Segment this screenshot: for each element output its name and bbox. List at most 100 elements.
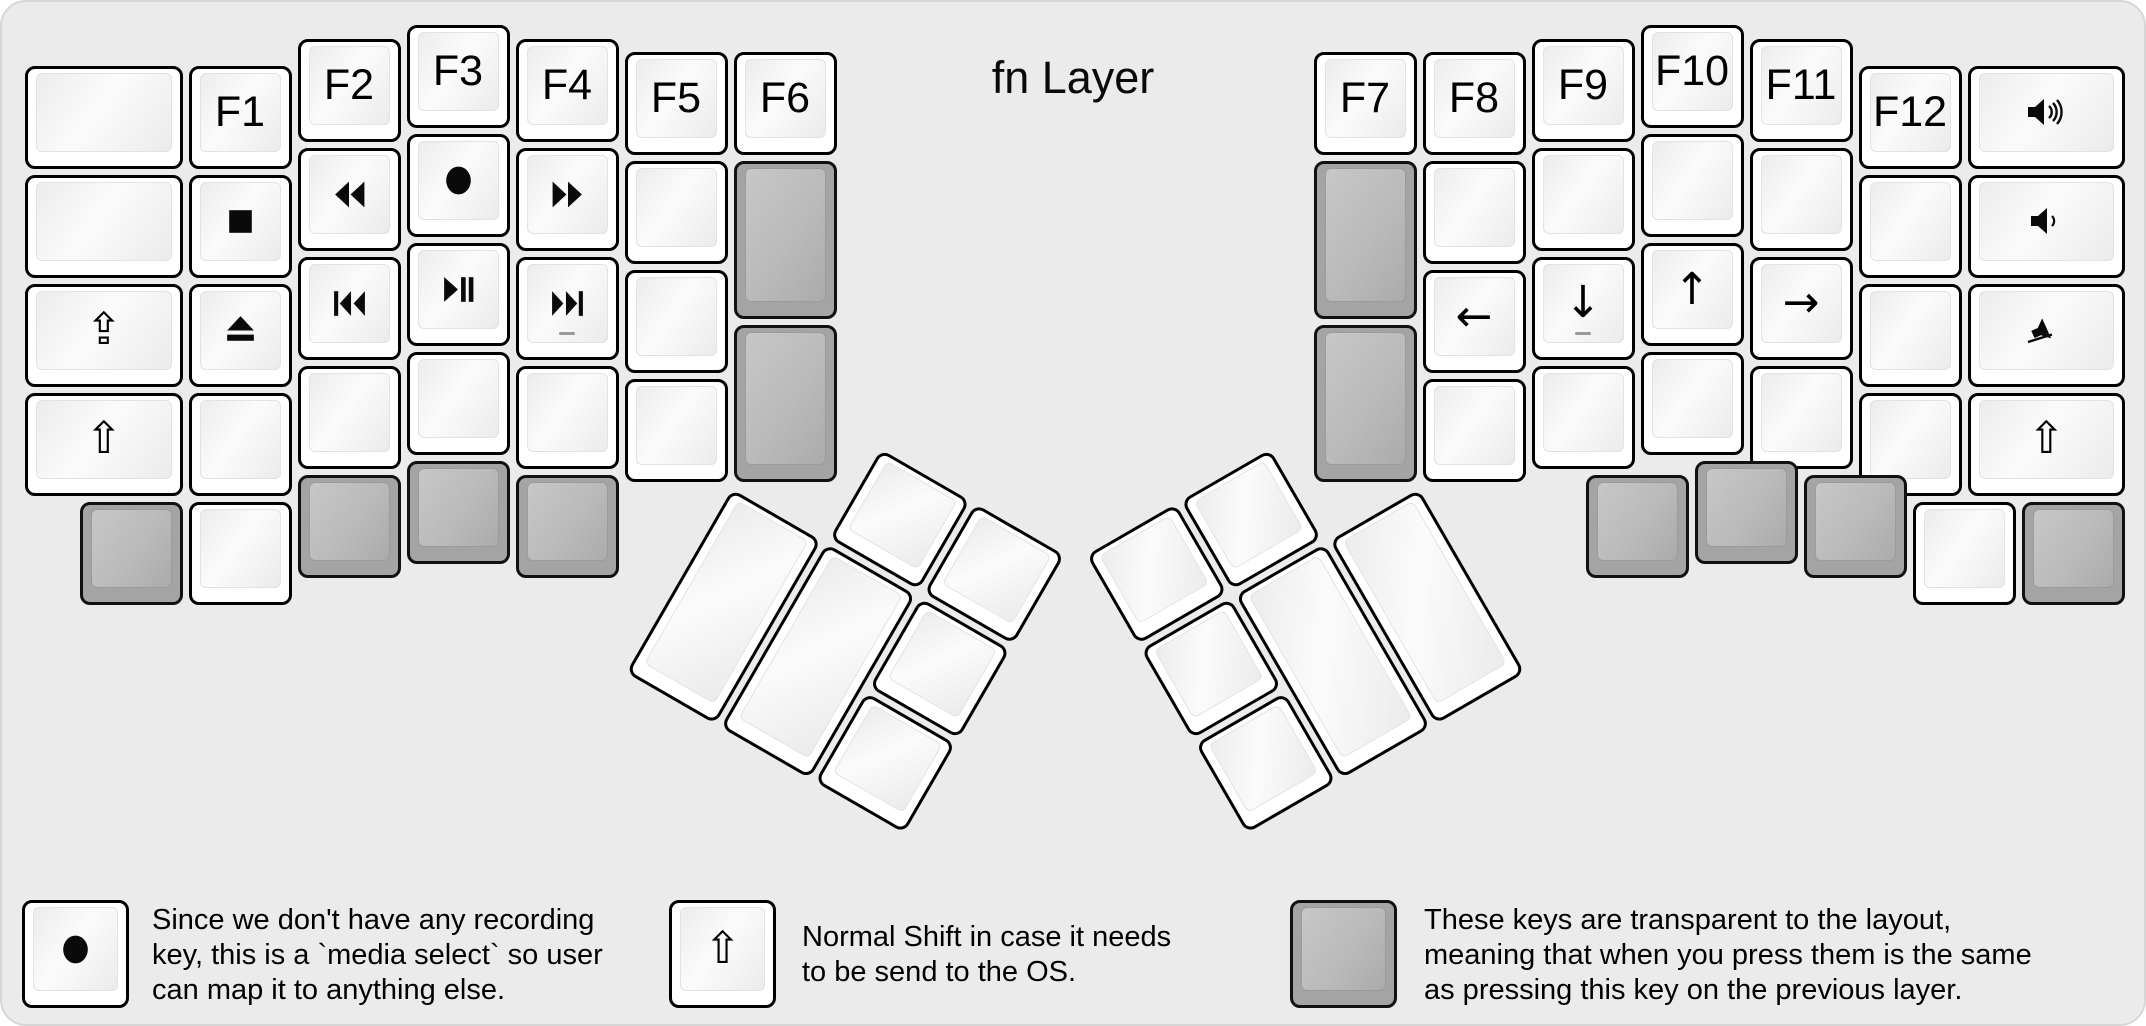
key-fast-forward[interactable] [515,147,619,251]
key-caps-lock[interactable]: ⇪ [25,283,183,387]
keycap-surface [199,399,281,479]
keycap-surface [1433,386,1515,466]
key-f2[interactable]: F2 [297,38,401,142]
key-blank[interactable] [515,365,619,469]
keycap-surface [635,277,717,357]
key-f6[interactable]: F6 [733,52,837,156]
key-f4[interactable]: F4 [515,38,619,142]
key-transparent[interactable] [733,324,837,483]
keycap-surface [199,290,281,370]
key-media-select-record[interactable] [406,134,510,237]
key-blank[interactable] [1422,379,1526,483]
keycap-surface [1706,468,1787,547]
key-blank[interactable] [25,174,183,278]
key-blank[interactable] [1749,365,1853,469]
key-transparent[interactable] [2022,501,2125,605]
key-arrow-right[interactable]: → [1749,256,1853,360]
key-eject[interactable] [188,283,292,387]
key-volume-up[interactable] [1967,65,2125,169]
key-f8[interactable]: F8 [1422,52,1526,156]
key-transparent[interactable] [79,501,183,605]
next-track-icon [549,285,586,322]
keycap-surface: F9 [1542,45,1624,125]
mute-icon [2023,311,2069,349]
key-blank[interactable] [1531,365,1635,469]
key-stop[interactable] [188,174,292,278]
legend-line: to be send to the OS. [802,956,1077,988]
key-transparent[interactable] [1313,324,1417,483]
key-blank[interactable] [624,270,728,374]
key-label: F11 [1765,60,1837,109]
key-transparent[interactable] [1313,161,1417,319]
key-glyph: ⇪ [85,304,123,356]
key-transparent[interactable] [515,474,619,578]
key-blank[interactable] [188,501,292,605]
key-blank[interactable] [297,365,401,469]
key-play-pause[interactable] [406,243,510,346]
key-arrow-down[interactable]: ↓ [1531,256,1635,360]
legend-line: Since we don't have any recording [152,904,595,936]
keycap-surface [1301,907,1386,991]
key-blank[interactable] [1858,174,1962,278]
key-shift[interactable]: ⇧ [25,392,183,496]
keycap-surface [199,508,281,588]
key-next-track[interactable] [515,256,619,360]
keycap-surface: F5 [635,59,717,139]
key-f12[interactable]: F12 [1858,65,1962,169]
key-f1[interactable]: F1 [188,65,292,169]
key-volume-down[interactable] [1967,174,2125,278]
key-glyph: ↑ [1673,263,1711,315]
keycap-surface: F6 [744,59,826,139]
keycap-surface [90,508,172,588]
key-blank[interactable] [1913,501,2016,605]
key-blank[interactable] [1640,134,1744,237]
key-blank[interactable] [1858,392,1962,496]
key-arrow-left[interactable]: ← [1422,270,1526,374]
legend-line: key, this is a `media select` so user [152,939,603,971]
key-blank[interactable] [1858,283,1962,387]
keycap-surface [308,263,390,343]
key-transparent[interactable] [297,474,401,578]
keycap-surface [1978,290,2114,370]
key-transparent[interactable] [1586,474,1689,578]
legend-line: meaning that when you press them is the … [1424,939,2032,971]
keycap-surface [1207,704,1318,814]
key-rewind[interactable] [297,147,401,251]
key-label: F9 [1557,60,1609,109]
key-f10[interactable]: F10 [1640,25,1744,128]
key-media-select-record[interactable] [22,900,129,1008]
homing-mark [1575,331,1591,335]
key-shift[interactable]: ⇧ [1967,392,2125,496]
key-label: F5 [650,74,702,123]
key-shift[interactable]: ⇧ [669,900,776,1008]
keycap-surface [1098,515,1209,625]
key-f5[interactable]: F5 [624,52,728,156]
key-blank[interactable] [624,161,728,265]
keycap-surface [1869,290,1951,370]
key-f11[interactable]: F11 [1749,38,1853,142]
key-blank[interactable] [1749,147,1853,251]
keycap-surface [1760,372,1842,452]
key-blank[interactable] [624,379,728,483]
key-transparent[interactable] [1695,461,1798,564]
key-blank[interactable] [1422,161,1526,265]
key-transparent[interactable] [1290,900,1397,1008]
key-prev-track[interactable] [297,256,401,360]
keycap-surface: ⇪ [36,290,172,370]
key-blank[interactable] [188,392,292,496]
key-f9[interactable]: F9 [1531,38,1635,142]
keycap-surface [417,250,499,329]
key-blank[interactable] [406,352,510,455]
key-transparent[interactable] [1804,474,1907,578]
key-arrow-up[interactable]: ↑ [1640,243,1744,346]
key-f7[interactable]: F7 [1313,52,1417,156]
key-f3[interactable]: F3 [406,25,510,128]
keycap-surface [886,609,997,719]
key-blank[interactable] [1640,352,1744,455]
keycap-surface: ↓ [1542,263,1624,343]
key-blank[interactable] [1531,147,1635,251]
key-mute[interactable] [1967,283,2125,387]
key-transparent[interactable] [733,161,837,319]
key-blank[interactable] [25,65,183,169]
key-transparent[interactable] [406,461,510,564]
